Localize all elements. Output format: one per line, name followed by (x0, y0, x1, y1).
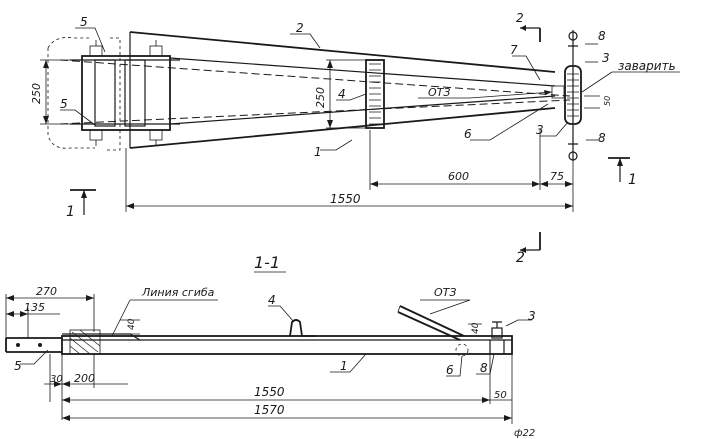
joint-6 (455, 343, 469, 357)
left-clamp-box (81, 55, 171, 131)
weld-block (69, 329, 101, 355)
callout-4-section: 4 (268, 293, 276, 307)
left-clamp-inner-1 (94, 59, 116, 127)
dim-mid-250: 250 (314, 87, 327, 108)
plan-view: 250 250 50 2 5 5 2 4 7 (30, 11, 680, 266)
otz-label-section: ОТЗ (434, 286, 456, 299)
dim-1570: 1570 (254, 403, 285, 417)
dim-left-250: 250 (30, 83, 43, 104)
phi22: ф22 (514, 428, 535, 439)
dim-1550-plan: 1550 (330, 192, 361, 206)
callout-5-top: 5 (80, 15, 88, 29)
callout-2: 2 (296, 21, 304, 35)
callout-5-bottom: 5 (60, 97, 68, 111)
dim-50: 50 (494, 390, 507, 401)
otz-plate (397, 305, 465, 341)
plan-body-top-edge (129, 31, 556, 73)
section-view: 1-1 270 135 Линия сгиба 40 4 (5, 253, 536, 439)
dim-40-right: 40 (471, 322, 481, 334)
plan-inner-top (169, 57, 556, 87)
zavarit-label: заварить (618, 59, 676, 73)
callout-5-section: 5 (14, 359, 22, 373)
callout-4: 4 (338, 87, 346, 101)
section-mark-1-right: 1 (628, 172, 637, 188)
callout-6-section: 6 (446, 363, 454, 377)
callout-3-section: 3 (528, 309, 536, 323)
callout-1-plan: 1 (314, 145, 322, 159)
left-clamp-inner-2 (124, 59, 146, 127)
callout-8-section: 8 (480, 361, 488, 375)
section-mark-1-left: 1 (66, 204, 75, 220)
dim-30: 30 (50, 374, 63, 385)
otz-label-plan: ОТЗ (428, 86, 450, 99)
fold-line-label: Линия сгиба (141, 286, 215, 299)
turnbuckle-body (564, 65, 582, 125)
dim-75: 75 (550, 170, 564, 183)
dim-135: 135 (24, 301, 45, 314)
dim-1550-section: 1550 (254, 385, 285, 399)
callout-6-plan: 6 (464, 127, 472, 141)
callout-8-top: 8 (598, 29, 606, 43)
callout-8-bottom: 8 (598, 131, 606, 145)
callout-3-top: 3 (602, 51, 610, 65)
dim-right-50: 50 (603, 96, 612, 106)
section-mark-2-bottom: 2 (516, 250, 525, 266)
left-outline-dashed (47, 37, 95, 149)
eye-top (568, 31, 578, 41)
dim-200: 200 (74, 372, 95, 385)
dim-600: 600 (448, 170, 469, 183)
section-main-bar (61, 335, 513, 355)
dim-270: 270 (36, 285, 57, 298)
callout-1-section: 1 (340, 359, 348, 373)
callout-7: 7 (510, 43, 518, 57)
dim-40-left: 40 (127, 318, 137, 330)
section-mark-2-top: 2 (516, 11, 524, 25)
bracket-4 (289, 319, 316, 337)
section-title: 1-1 (254, 253, 280, 272)
